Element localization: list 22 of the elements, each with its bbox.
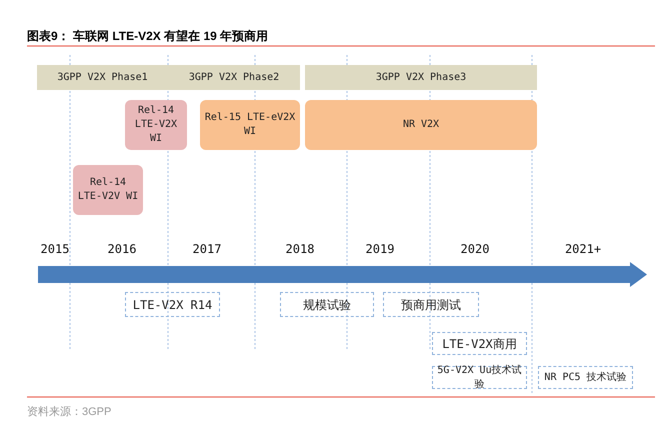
year-label: 2019: [364, 242, 396, 258]
year-label: 2018: [284, 242, 316, 258]
figure-title: 图表9： 车联网 LTE-V2X 有望在 19 年预商用: [27, 28, 270, 44]
year-label: 2017: [192, 242, 222, 258]
phase-band: 3GPP V2X Phase3: [305, 65, 537, 90]
year-label: 2015: [40, 242, 70, 258]
source-note: 资料来源：3GPP: [27, 405, 112, 420]
phase-band: 3GPP V2X Phase1: [37, 65, 168, 90]
phase-band: 3GPP V2X Phase2: [168, 65, 300, 90]
release-box: NR V2X: [305, 100, 537, 150]
milestone-box: 规模试验: [280, 292, 374, 317]
milestone-box: LTE-V2X R14: [125, 292, 220, 317]
release-box: Rel-15 LTE-eV2X WI: [200, 100, 300, 150]
year-label: 2021+: [564, 242, 602, 258]
milestone-box: 预商用测试: [383, 292, 479, 317]
year-label: 2020: [460, 242, 490, 258]
milestone-box: 5G-V2X Uu技术试验: [432, 366, 527, 389]
release-box: Rel-14 LTE-V2X WI: [125, 100, 187, 150]
milestone-box: LTE-V2X商用: [432, 332, 527, 355]
milestone-box: NR PC5 技术试验: [538, 366, 633, 389]
year-label: 2016: [106, 242, 138, 258]
release-box: Rel-14 LTE-V2V WI: [73, 165, 143, 215]
